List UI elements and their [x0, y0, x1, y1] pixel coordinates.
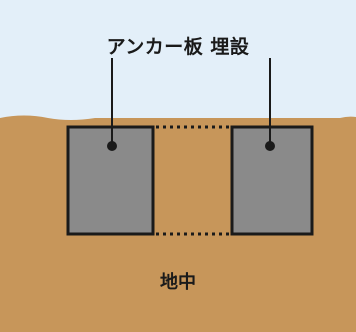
leader-dot-right [265, 141, 275, 151]
anchor-title-label: アンカー板 埋設 [106, 36, 250, 58]
ground-label: 地中 [160, 272, 196, 293]
leader-dot-left [107, 141, 117, 151]
